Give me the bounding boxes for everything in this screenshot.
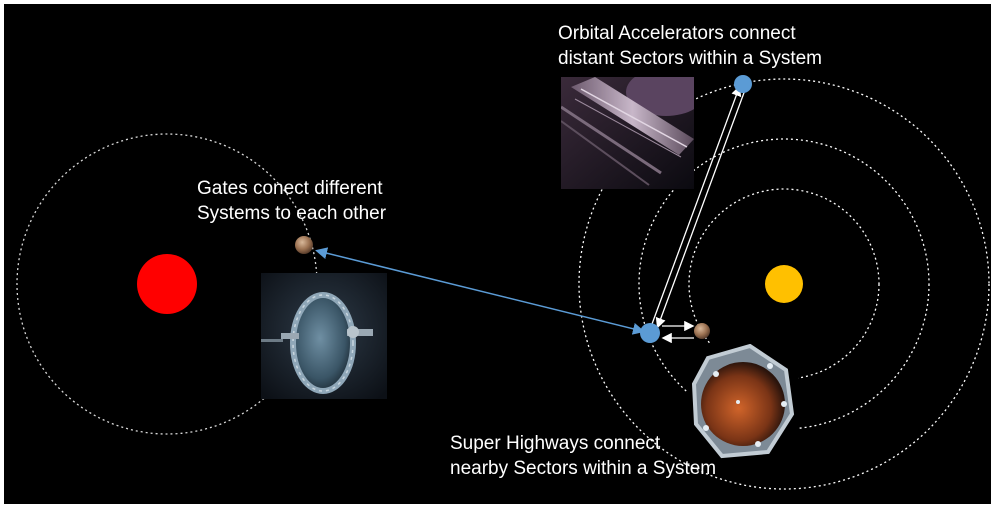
highway-planet <box>694 323 710 339</box>
gates-caption-line-2: Systems to each other <box>197 203 387 224</box>
sector-node-distant <box>734 75 752 93</box>
highway-caption-line-2: nearby Sectors within a System <box>450 458 717 479</box>
gate-connection-arrow <box>315 247 645 335</box>
jump-gate-image <box>261 273 387 399</box>
orbital-caption: Orbital Accelerators connect distant Sec… <box>558 21 822 71</box>
yellow-star <box>765 265 803 303</box>
super-highway-image <box>688 344 798 459</box>
diagram-canvas: Gates conect different Systems to each o… <box>4 4 991 504</box>
highway-caption-line-1: Super Highways connect <box>450 433 661 454</box>
orbital-accelerator-arrow-up <box>651 85 742 325</box>
star-systems-diagram <box>16 75 990 490</box>
gates-caption-line-1: Gates conect different <box>197 178 383 199</box>
highway-caption: Super Highways connect nearby Sectors wi… <box>450 431 716 481</box>
orbital-caption-line-2: distant Sectors within a System <box>558 48 822 69</box>
orbital-accelerator-image <box>561 77 694 189</box>
orbital-accelerator-arrow-down <box>655 89 746 329</box>
gates-caption: Gates conect different Systems to each o… <box>197 176 386 226</box>
red-star <box>137 254 197 314</box>
right-system-orbit-outer <box>578 78 990 490</box>
right-system-orbit-inner <box>688 188 880 380</box>
orbital-caption-line-1: Orbital Accelerators connect <box>558 23 796 44</box>
sector-node-main <box>640 323 660 343</box>
gate-planet <box>295 236 313 254</box>
